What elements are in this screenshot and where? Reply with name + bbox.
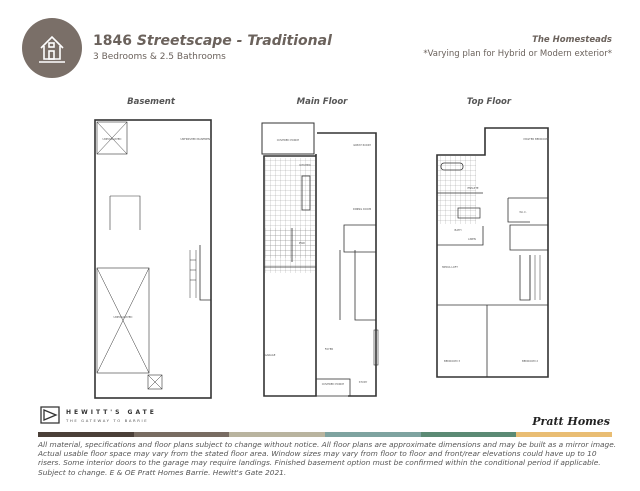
- brand-tagline: THE GATEWAY TO BARRIE: [66, 418, 149, 423]
- room-label: PWD: [299, 241, 305, 245]
- room-label: DINING ROOM: [353, 207, 371, 211]
- color-swatch: [420, 432, 517, 437]
- room-label: FOYER: [325, 347, 334, 351]
- room-label: KITCHEN: [299, 163, 310, 167]
- room-label: BEDROOM 2: [522, 359, 538, 363]
- color-swatch: [38, 432, 134, 437]
- page-title: 1846 Streetscape - Traditional: [93, 33, 332, 49]
- main-floor-label: Main Floor: [296, 97, 348, 107]
- room-label: LINEN: [468, 237, 476, 241]
- room-label: STUDY: [359, 380, 368, 384]
- color-bar: [38, 432, 613, 437]
- disclaimer: All material, specifications and floor p…: [38, 440, 617, 477]
- main-floor-plan: [261, 122, 379, 397]
- room-label: GARAGE: [265, 353, 276, 357]
- community-name: The Homesteads: [532, 35, 612, 45]
- room-label: UNEXCAVATED: [103, 137, 122, 141]
- room-label: BATH: [455, 228, 462, 232]
- color-swatch: [229, 432, 326, 437]
- bed-bath-subtitle: 3 Bedrooms & 2.5 Bathrooms: [93, 52, 226, 62]
- room-label: MASTER BEDROOM: [523, 137, 548, 141]
- room-label: BEDROOM 3: [444, 359, 460, 363]
- room-label: COVERED PORCH: [322, 382, 345, 386]
- color-swatch: [325, 432, 421, 437]
- room-label: UNEXCAVATED: [114, 315, 133, 319]
- variant-note: *Varying plan for Hybrid or Modern exter…: [423, 49, 612, 59]
- basement-label: Basement: [127, 97, 175, 107]
- color-swatch: [133, 432, 230, 437]
- house-icon: [22, 18, 82, 78]
- basement-plan: [94, 119, 212, 399]
- top-floor-label: Top Floor: [466, 97, 512, 107]
- room-label: MEDIA LOFT: [442, 265, 458, 269]
- model-name: Streetscape - Traditional: [136, 33, 332, 49]
- room-label: COVERED PORCH: [277, 138, 300, 142]
- top-floor-plan: [436, 127, 549, 378]
- room-label: UNFINISHED BASEMENT: [180, 137, 212, 141]
- model-number: 1846: [93, 33, 132, 49]
- room-label: ENSUITE: [467, 186, 478, 190]
- room-label: GREAT ROOM: [353, 143, 371, 147]
- color-swatch: [516, 432, 613, 437]
- hewitts-gate-logo-icon: [40, 406, 60, 428]
- builder-logo: Pratt Homes: [532, 415, 610, 428]
- room-label: W.I.C.: [519, 210, 526, 214]
- brand-name: HEWITT'S GATE: [66, 409, 157, 416]
